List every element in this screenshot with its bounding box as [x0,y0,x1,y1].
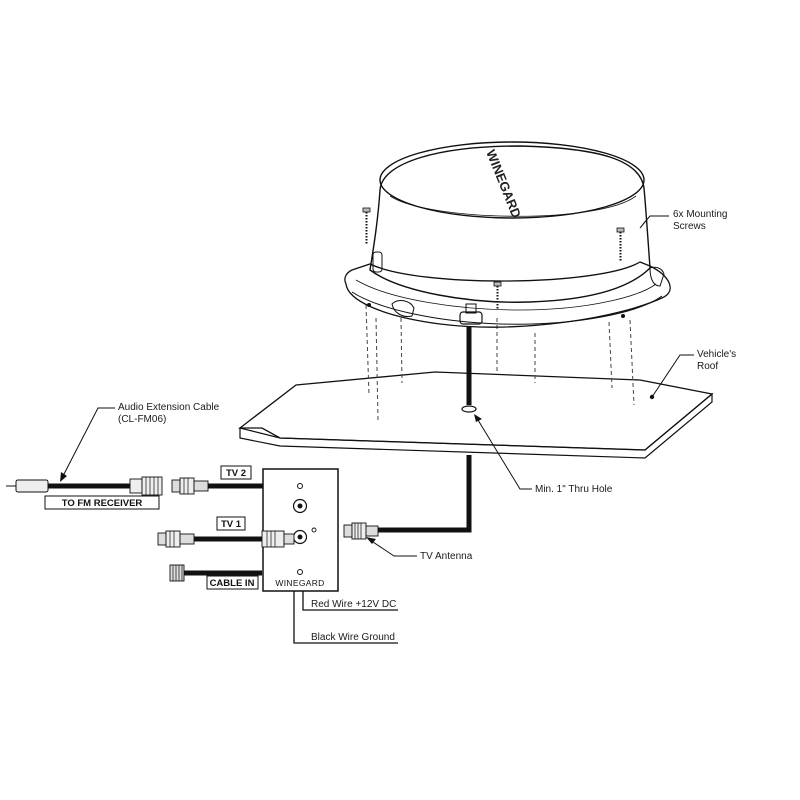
svg-text:TV 1: TV 1 [221,519,242,530]
side-clip [372,251,383,273]
antenna-coax-cable-lower [378,455,472,533]
mounting-screw-icon [493,281,502,310]
label-cable-in: CABLE IN [206,575,259,590]
coax-f-connector-icon [261,530,295,548]
label-vehicle-roof-2: Roof [697,361,718,372]
antenna-top [379,141,645,219]
wall-plate-brand: WINEGARD [275,578,324,588]
coax-f-connector-icon [343,522,379,540]
label-audio-cable-2: (CL-FM06) [118,414,166,425]
svg-text:TV 2: TV 2 [226,468,246,479]
mounting-screw-icon [616,227,625,262]
black-wire [293,591,398,644]
tv1-cable [157,530,295,548]
screw-alignment-lines [365,304,635,421]
coax-f-connector-icon [171,477,209,495]
label-thru-hole: Min. 1" Thru Hole [535,484,613,495]
label-audio-cable-1: Audio Extension Cable [118,402,220,413]
red-wire [302,591,398,611]
antenna-coax-port [459,311,483,325]
coax-f-connector-icon [157,530,195,548]
antenna-dome [344,141,671,328]
label-mounting-screws-1: 6x Mounting [673,209,727,220]
thru-hole [461,405,477,413]
antenna-brand: WINEGARD [483,148,524,221]
label-tv1: TV 1 [216,516,246,531]
audio-extension-cable [6,476,163,496]
callout-leaders [60,215,694,557]
label-to-fm-receiver: TO FM RECEIVER [44,495,160,510]
label-mounting-screws-2: Screws [673,221,706,232]
svg-text:CABLE IN: CABLE IN [210,578,255,589]
svg-text:TO FM RECEIVER: TO FM RECEIVER [62,498,143,509]
tv2-cable [171,477,263,495]
cable-in [169,564,262,582]
label-tv-antenna: TV Antenna [420,551,473,562]
mounting-screw-icon [362,207,371,245]
mounting-screws [362,207,625,318]
label-vehicle-roof-1: Vehicle's [697,349,736,360]
wall-plate: WINEGARD [262,468,339,592]
label-black-wire: Black Wire Ground [311,632,395,643]
coax-f-connector-icon [129,476,163,496]
label-tv2: TV 2 [220,465,252,480]
label-red-wire: Red Wire +12V DC [311,599,396,610]
vehicle-roof [238,371,714,459]
